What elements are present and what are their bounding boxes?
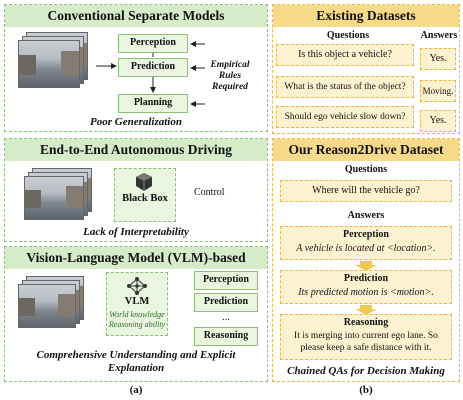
vlm-sub-reasoning: Reasoning ability xyxy=(108,320,166,329)
answers-header: Answers xyxy=(420,30,458,41)
answers-header: Answers xyxy=(347,210,385,221)
prediction-step: Prediction Its predicted motion is <moti… xyxy=(280,270,452,304)
planning-module: Planning xyxy=(118,94,188,113)
section-caption: Chained QAs for Decision Making xyxy=(287,365,445,377)
section-title: Existing Datasets xyxy=(273,5,459,27)
answer-box: Moving. xyxy=(420,80,456,102)
prediction-module: Prediction xyxy=(118,58,188,77)
section-title: Our Reason2Drive Dataset xyxy=(273,139,459,161)
step-title: Prediction xyxy=(343,273,389,284)
network-icon xyxy=(127,277,147,295)
reason2drive-panel: Our Reason2Drive Dataset xyxy=(272,138,460,382)
section-title: Vision-Language Model (VLM)-based xyxy=(5,247,267,269)
step-title: Perception xyxy=(343,229,389,240)
question-box: Is this object a vehicle? xyxy=(276,44,414,66)
section-title: End-to-End Autonomous Driving xyxy=(5,139,267,161)
chain-arrows xyxy=(355,261,377,315)
vlm-sub-knowledge: World knowledge xyxy=(109,310,165,319)
driving-image xyxy=(24,176,84,220)
section-caption: Comprehensive Understanding and Explicit… xyxy=(36,349,236,374)
answer-box: Yes. xyxy=(420,110,456,132)
reasoning-output: Reasoning xyxy=(194,327,258,346)
section-caption: Lack of Interpretability xyxy=(83,226,189,238)
question-box: Should ego vehicle slow down? xyxy=(276,106,414,128)
questions-header: Questions xyxy=(344,164,388,175)
cube-icon xyxy=(136,173,152,191)
vlm-label: VLM xyxy=(124,296,150,307)
control-output: Control xyxy=(194,187,225,198)
perception-output: Perception xyxy=(194,271,258,290)
questions-header: Questions xyxy=(326,30,370,41)
question-box: What is the status of the object? xyxy=(276,76,414,98)
prediction-output: Prediction xyxy=(194,293,258,312)
section-title: Conventional Separate Models xyxy=(5,5,267,27)
step-text: It is merging into current ego lane. So … xyxy=(294,331,438,353)
existing-datasets-panel: Existing Datasets xyxy=(272,4,460,134)
perception-step: Perception A vehicle is located at <loca… xyxy=(280,226,452,260)
driving-image xyxy=(18,284,76,328)
ellipsis: ... xyxy=(222,312,230,323)
step-text: Its predicted motion is <motion>. xyxy=(298,287,434,298)
driving-image xyxy=(18,40,80,88)
answer-box: Yes. xyxy=(420,48,456,70)
panel-b-label: (b) xyxy=(359,384,373,396)
panel-a-label: (a) xyxy=(129,384,143,396)
step-title: Reasoning xyxy=(343,317,389,328)
step-text: A vehicle is located at <location>. xyxy=(296,243,436,254)
reasoning-step: Reasoning It is merging into current ego… xyxy=(280,314,452,360)
perception-module: Perception xyxy=(118,34,188,53)
section-caption: Poor Generalization xyxy=(90,116,182,128)
question-box: Where will the vehicle go? xyxy=(280,180,452,202)
rules-note: Empirical Rules Required xyxy=(210,60,250,92)
black-box-label: Black Box xyxy=(122,193,168,204)
